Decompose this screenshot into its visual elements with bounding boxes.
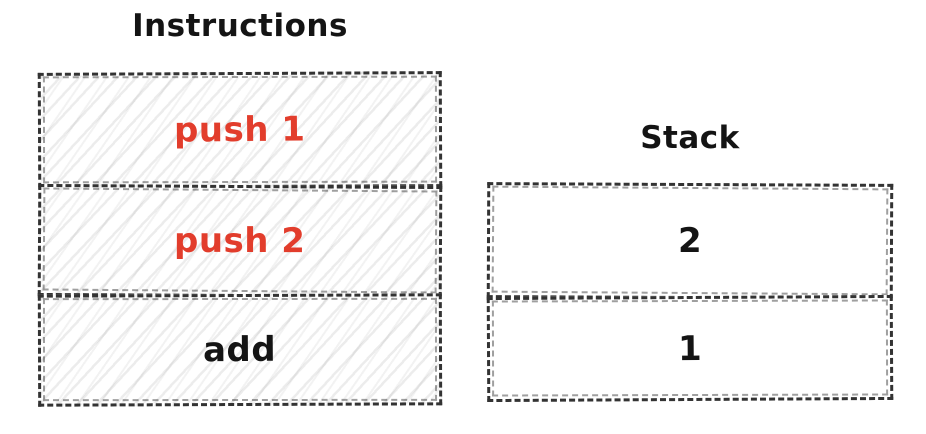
instruction-row-push-1: push 1 (37, 71, 443, 189)
instruction-label: add (203, 329, 277, 371)
stack-cell-top: 2 (486, 182, 894, 300)
instructions-title: Instructions (132, 8, 348, 44)
instructions-list: push 1 push 2 add (37, 71, 443, 407)
stack-title: Stack (640, 120, 740, 156)
stack-value: 1 (677, 328, 703, 369)
instruction-row-push-2: push 2 (37, 183, 443, 299)
stack-cell-bottom: 1 (486, 294, 894, 403)
instruction-label: push 1 (174, 109, 306, 151)
stack-list: 2 1 (486, 182, 894, 403)
stack-value: 2 (677, 220, 703, 262)
instruction-row-add: add (37, 293, 443, 407)
instruction-label: push 2 (174, 220, 306, 262)
